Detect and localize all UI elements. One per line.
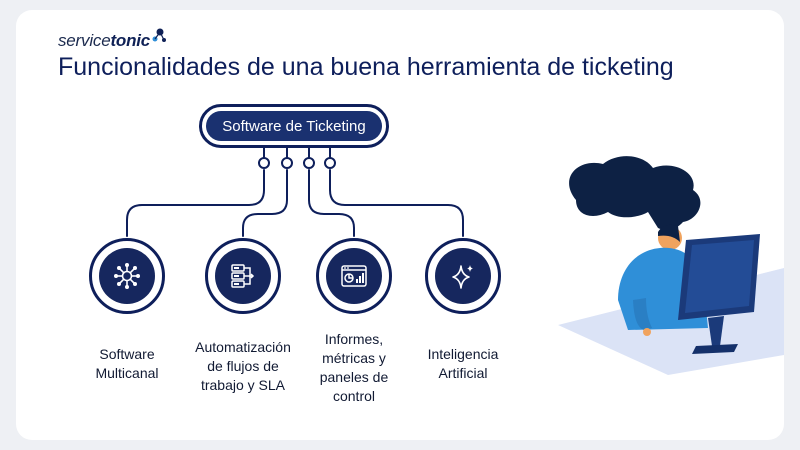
feature-node-multichannel bbox=[89, 238, 165, 314]
root-node-label: Software de Ticketing bbox=[206, 111, 382, 141]
feature-node-automation bbox=[205, 238, 281, 314]
page-title: Funcionalidades de una buena herramienta… bbox=[58, 53, 674, 81]
feature-node-ai bbox=[425, 238, 501, 314]
network-hub-icon bbox=[114, 263, 140, 289]
feature-label-ai: Inteligencia Artificial bbox=[427, 346, 499, 381]
connector-dot bbox=[303, 157, 315, 169]
person-at-computer-illustration bbox=[558, 156, 784, 375]
connector-dot bbox=[324, 157, 336, 169]
sparkle-ai-icon bbox=[452, 265, 473, 289]
workflow-icon bbox=[231, 264, 255, 288]
hair-shape bbox=[569, 156, 701, 230]
logo-mark-icon bbox=[152, 28, 167, 42]
feature-label-automation: Automatización de flujos de trabajo y SL… bbox=[195, 339, 291, 393]
connector-dot bbox=[258, 157, 270, 169]
connector-dot bbox=[281, 157, 293, 169]
feature-node-reports bbox=[316, 238, 392, 314]
root-node: Software de Ticketing bbox=[199, 104, 389, 148]
logo-text-tonic: tonic bbox=[110, 31, 151, 50]
feature-label-multichannel: Software Multicanal bbox=[95, 346, 159, 381]
dashboard-report-icon bbox=[341, 265, 367, 287]
feature-label-reports: Informes, métricas y paneles de control bbox=[319, 331, 389, 404]
logo-text-service: service bbox=[58, 31, 111, 50]
